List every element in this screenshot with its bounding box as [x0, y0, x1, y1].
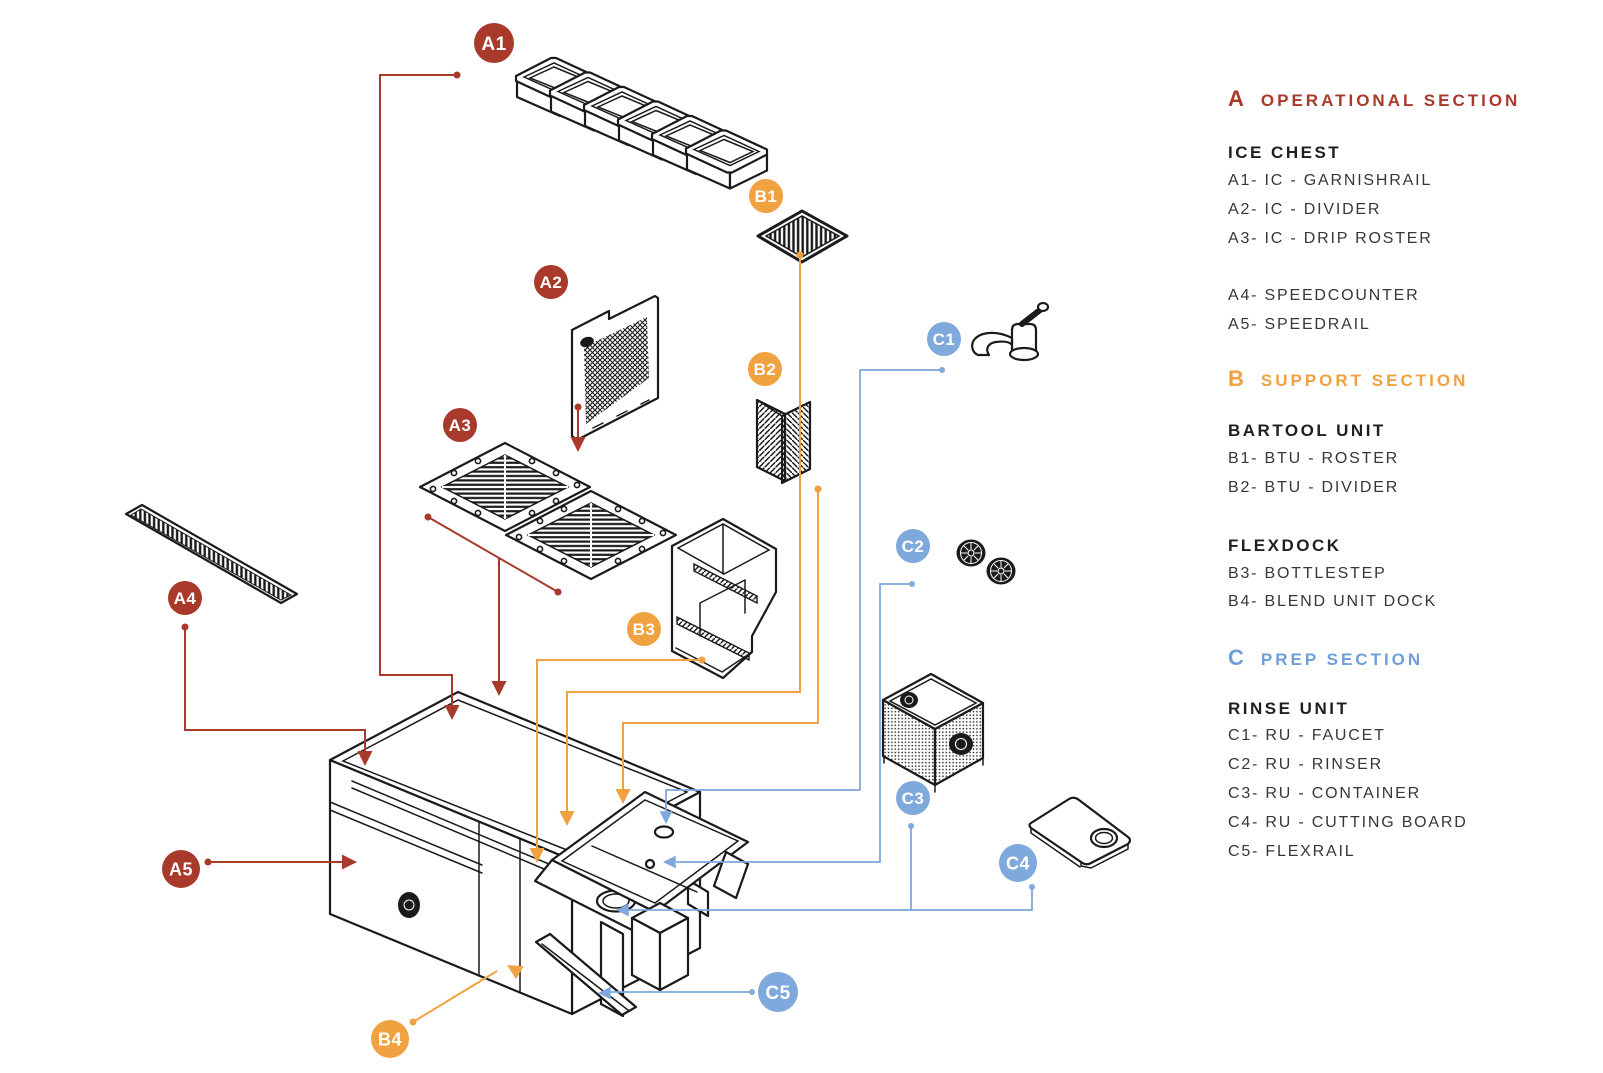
- badge-c5-label: C5: [765, 983, 790, 1004]
- badge-b4: B4: [371, 1020, 409, 1058]
- badge-a3-label: A3: [449, 416, 472, 435]
- badge-b2: B2: [748, 352, 782, 386]
- legend-item-c2: C2- RU - RINSER: [1228, 756, 1384, 773]
- legend-item-c1: C1- RU - FAUCET: [1228, 727, 1386, 744]
- badge-a4-label: A4: [174, 589, 197, 608]
- cutting-board-drawing: [1028, 796, 1132, 869]
- rinse-container-drawing: [881, 672, 985, 793]
- section-title-support: SUPPORT SECTION: [1260, 371, 1469, 390]
- badge-c2: C2: [896, 529, 930, 563]
- section-letter-c: C: [1228, 645, 1245, 670]
- badge-b4-label: B4: [378, 1029, 402, 1049]
- badge-a5: A5: [162, 850, 200, 888]
- section-letter-b: B: [1228, 366, 1245, 391]
- section-heading-operational: A OPERATIONAL SECTION: [1228, 86, 1520, 112]
- badge-c4: C4: [999, 844, 1037, 882]
- badge-a5-label: A5: [169, 859, 193, 879]
- section-title-operational: OPERATIONAL SECTION: [1260, 91, 1521, 110]
- ic-divider-drawing: [570, 294, 660, 442]
- legend-item-b1: B1- BTU - ROSTER: [1228, 450, 1400, 467]
- btu-divider-drawing: [755, 398, 812, 485]
- section-letter-a: A: [1228, 86, 1245, 111]
- legend-item-a4: A4- SPEEDCOUNTER: [1228, 287, 1420, 304]
- group-header-bartool-unit: BARTOOL UNIT: [1228, 421, 1386, 440]
- group-header-ice-chest: ICE CHEST: [1228, 143, 1342, 162]
- badge-a3: A3: [443, 408, 477, 442]
- badge-b1: B1: [749, 179, 783, 213]
- section-heading-prep: C PREP SECTION: [1228, 645, 1423, 671]
- rinser-drawing: [955, 538, 1017, 586]
- badge-b3-label: B3: [633, 620, 656, 639]
- garnishrail-drawing: [514, 56, 769, 190]
- badge-a1-label: A1: [481, 34, 506, 55]
- badge-c1: C1: [927, 322, 961, 356]
- group-header-rinse-unit: RINSE UNIT: [1228, 699, 1350, 718]
- badge-a4: A4: [168, 581, 202, 615]
- leader-lines: [181, 71, 1035, 1026]
- bar-unit-drawing: [328, 690, 750, 1018]
- legend: A OPERATIONAL SECTION ICE CHEST A1- IC - …: [1228, 0, 1598, 1073]
- badge-c1-label: C1: [933, 330, 956, 349]
- badge-c3: C3: [896, 781, 930, 815]
- faucet-drawing: [971, 301, 1050, 362]
- badge-b3: B3: [627, 612, 661, 646]
- group-header-flexdock: FLEXDOCK: [1228, 536, 1342, 555]
- badge-c4-label: C4: [1006, 853, 1030, 873]
- badge-b2-label: B2: [754, 360, 777, 379]
- legend-item-c3: C3- RU - CONTAINER: [1228, 785, 1421, 802]
- legend-item-a1: A1- IC - GARNISHRAIL: [1228, 172, 1433, 189]
- part-badges: A1 A2 A3 A4 A5 B1 B2 B3: [162, 23, 1037, 1058]
- badge-b1-label: B1: [755, 187, 778, 206]
- speedcounter-drawing: [124, 503, 299, 605]
- legend-item-c5: C5- FLEXRAIL: [1228, 843, 1356, 860]
- bottlestep-drawing: [670, 517, 778, 680]
- section-title-prep: PREP SECTION: [1260, 650, 1424, 669]
- legend-item-b4: B4- BLEND UNIT DOCK: [1228, 593, 1438, 610]
- legend-item-a2: A2- IC - DIVIDER: [1228, 201, 1382, 218]
- badge-c5: C5: [758, 972, 798, 1012]
- btu-roster-drawing: [756, 209, 849, 264]
- badge-c2-label: C2: [902, 537, 925, 556]
- legend-item-c4: C4- RU - CUTTING BOARD: [1228, 814, 1468, 831]
- legend-item-b2: B2- BTU - DIVIDER: [1228, 479, 1400, 496]
- badge-a1: A1: [474, 23, 514, 63]
- badge-c3-label: C3: [902, 789, 925, 808]
- legend-item-a3: A3- IC - DRIP ROSTER: [1228, 230, 1433, 247]
- legend-item-b3: B3- BOTTLESTEP: [1228, 565, 1387, 582]
- drip-roster-drawing: [418, 441, 678, 581]
- legend-item-a5: A5- SPEEDRAIL: [1228, 316, 1371, 333]
- badge-a2-label: A2: [540, 273, 563, 292]
- badge-a2: A2: [534, 265, 568, 299]
- section-heading-support: B SUPPORT SECTION: [1228, 366, 1468, 392]
